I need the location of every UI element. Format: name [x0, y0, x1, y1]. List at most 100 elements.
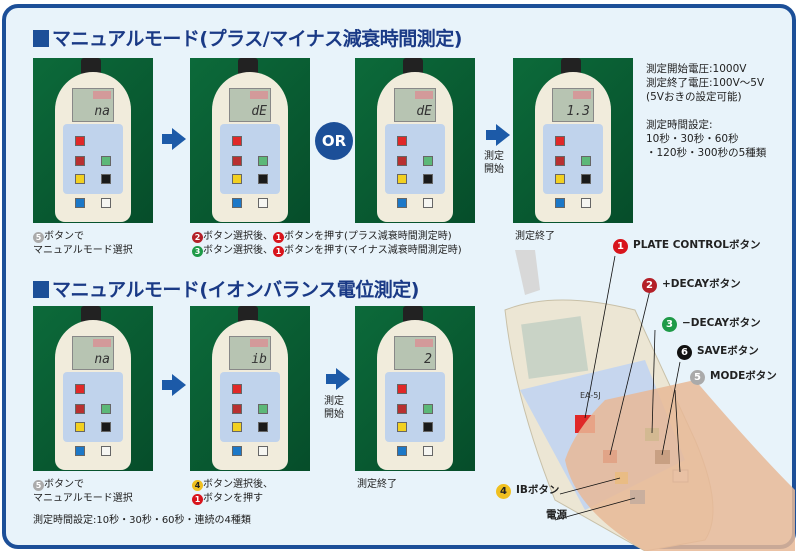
button-panel: [220, 372, 280, 442]
power-button: [232, 446, 242, 456]
ib-button: [397, 422, 407, 432]
num-5-icon: 5: [690, 370, 705, 385]
start-label: 測定 開始: [484, 151, 504, 175]
leader-lines: [554, 255, 681, 521]
num-4-icon: 4: [496, 484, 511, 499]
button-panel: [220, 124, 280, 194]
lcd-display: na: [72, 88, 114, 122]
lcd-value: na: [94, 352, 110, 367]
device: dE: [212, 72, 288, 222]
ib-button: [555, 174, 565, 184]
device: 2: [377, 320, 453, 470]
arrow-right-icon: [326, 368, 350, 390]
button-panel: [63, 372, 123, 442]
save-button: [101, 422, 111, 432]
plate-control-button: [75, 384, 85, 394]
callout-label: MODEボタン: [710, 370, 777, 382]
photo-ib-step3: 2: [355, 306, 475, 471]
caption-text: ボタンを押す(プラス減衰時間測定時): [284, 231, 452, 242]
photo-ib-step2: ib: [190, 306, 310, 471]
power-button: [397, 198, 407, 208]
cable: [561, 58, 581, 76]
plate-control-button: [75, 136, 85, 146]
num-1-icon: 1: [192, 494, 203, 505]
arrow-right-icon: [486, 124, 510, 146]
lcd-value: ib: [251, 352, 267, 367]
mode-button: [101, 446, 111, 456]
plate-control-button: [555, 136, 565, 146]
cable: [403, 58, 423, 76]
device-lcd: [521, 316, 589, 379]
footer-note: 測定時間設定:10秒・30秒・60秒・連続の4種類: [33, 515, 251, 526]
cable: [403, 306, 423, 324]
plus-decay-button: [397, 156, 407, 166]
lcd-value: 1.3: [566, 104, 590, 119]
power-button: [555, 198, 565, 208]
plate-control-button: [232, 384, 242, 394]
plus-decay-button: [75, 156, 85, 166]
ib-button: [232, 422, 242, 432]
callout-label: PLATE CONTROLボタン: [633, 239, 761, 251]
num-1-icon: 1: [273, 232, 284, 243]
power-button: [75, 446, 85, 456]
minus-decay-button: [423, 156, 433, 166]
callout-ib: 4 IBボタン: [496, 482, 559, 499]
callout-label: +DECAYボタン: [662, 278, 741, 290]
caption-text: ボタン選択後、: [203, 231, 273, 242]
ib-button: [397, 174, 407, 184]
device: na: [55, 72, 131, 222]
mode-button: [101, 198, 111, 208]
save-button: [581, 174, 591, 184]
lcd-value: na: [94, 104, 110, 119]
minus-decay-button: [423, 404, 433, 414]
minus-decay-button: [258, 404, 268, 414]
button-panel: [385, 124, 445, 194]
lcd-value: dE: [251, 104, 267, 119]
save-button: [423, 422, 433, 432]
caption-text: ボタンを押す(マイナス減衰時間測定時): [284, 245, 462, 256]
num-3-icon: 3: [662, 317, 677, 332]
num-1-icon: 1: [613, 239, 628, 254]
lcd-display: 1.3: [552, 88, 594, 122]
ib-button: [232, 174, 242, 184]
caption-text: ボタンで: [44, 231, 84, 242]
num-5-icon: 5: [33, 480, 44, 491]
device-photo: EA-5J: [504, 250, 795, 551]
callout-label: −DECAYボタン: [682, 317, 761, 329]
save-button: [101, 174, 111, 184]
cable: [238, 306, 258, 324]
photo-step3: dE: [355, 58, 475, 223]
minus-decay-button: [258, 156, 268, 166]
photo-step4: 1.3: [513, 58, 633, 223]
lcd-display: na: [72, 336, 114, 370]
callout-power: 電源: [546, 509, 567, 521]
cable: [515, 250, 540, 295]
save-button: [258, 422, 268, 432]
lcd-display: dE: [394, 88, 436, 122]
num-1-icon: 1: [273, 246, 284, 257]
photo-step1: na: [33, 58, 153, 223]
photo-ib-step1: na: [33, 306, 153, 471]
caption-text: ボタンを押す: [203, 493, 263, 504]
mode-button: [258, 446, 268, 456]
power-button: [232, 198, 242, 208]
power-button: [397, 446, 407, 456]
ib-button: [75, 422, 85, 432]
callout-label: IBボタン: [516, 484, 560, 496]
caption-text: マニュアルモード選択: [33, 493, 133, 504]
device: na: [55, 320, 131, 470]
device: 1.3: [535, 72, 611, 222]
ib-button: [75, 174, 85, 184]
minus-decay-button: [101, 156, 111, 166]
spec-text: 測定開始電圧:1000V 測定終了電圧:100V〜5V (5Vおきの設定可能) …: [646, 63, 767, 159]
callout-label: SAVEボタン: [697, 345, 759, 357]
cable: [238, 58, 258, 76]
arrow-right-icon: [162, 374, 186, 396]
callout-plus-decay: 2+DECAYボタン: [642, 276, 741, 293]
plate-control-button: [397, 384, 407, 394]
plus-decay-button: [555, 156, 565, 166]
lcd-value: 2: [424, 352, 432, 367]
or-badge: OR: [315, 122, 353, 160]
